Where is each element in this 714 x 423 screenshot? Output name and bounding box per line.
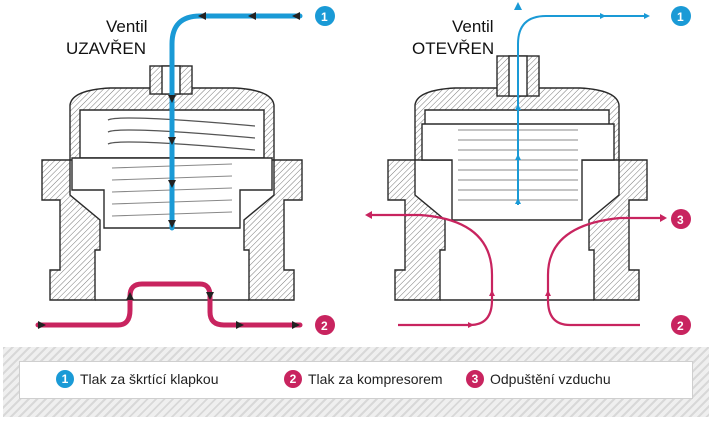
left-valve-spring-top (107, 117, 256, 151)
badge-3-right: 3 (671, 209, 691, 229)
left-red-arrows (38, 292, 300, 329)
badge-1-right: 1 (671, 6, 691, 26)
legend-item-2: 2 Tlak za kompresorem (284, 370, 443, 388)
badge-1-left: 1 (315, 6, 335, 26)
right-valve-flange-left (387, 159, 446, 301)
svg-text:1: 1 (321, 10, 328, 24)
svg-text:2: 2 (677, 319, 684, 333)
svg-text:3: 3 (677, 213, 684, 227)
right-red-arrows (365, 211, 667, 328)
legend-badge-2: 2 (284, 370, 302, 388)
left-red-flow (35, 281, 303, 328)
left-valve-title-1: Ventil (106, 17, 148, 36)
svg-text:2: 2 (321, 319, 328, 333)
bov-diagram: Ventil UZAVŘEN Ventil OTEVŘEN 1 1 3 2 2 (35, 2, 691, 335)
legend-badge-1: 1 (56, 370, 74, 388)
right-valve-title-2: OTEVŘEN (412, 39, 494, 58)
badge-2-right: 2 (671, 315, 691, 335)
right-red-flow-left (368, 213, 494, 327)
badge-2-left: 2 (315, 315, 335, 335)
legend: 1 Tlak za škrtící klapkou 2 Tlak za komp… (3, 347, 709, 417)
left-valve-title-2: UZAVŘEN (66, 39, 146, 58)
legend-item-3: 3 Odpuštění vzduchu (466, 370, 611, 388)
legend-badge-3: 3 (466, 370, 484, 388)
left-blue-arrows (168, 12, 300, 228)
legend-text-1: Tlak za škrtící klapkou (80, 371, 219, 387)
svg-text:1: 1 (677, 10, 684, 24)
right-valve-title-1: Ventil (452, 17, 494, 36)
legend-text-3: Odpuštění vzduchu (490, 371, 611, 387)
legend-panel: 1 Tlak za škrtící klapkou 2 Tlak za komp… (19, 361, 693, 399)
right-valve-flange-right (588, 159, 648, 301)
right-blue-arrows (514, 2, 650, 204)
legend-item-1: 1 Tlak za škrtící klapkou (56, 370, 219, 388)
right-blue-flow (517, 15, 648, 205)
right-red-flow-right (546, 216, 665, 327)
legend-text-2: Tlak za kompresorem (308, 371, 443, 387)
